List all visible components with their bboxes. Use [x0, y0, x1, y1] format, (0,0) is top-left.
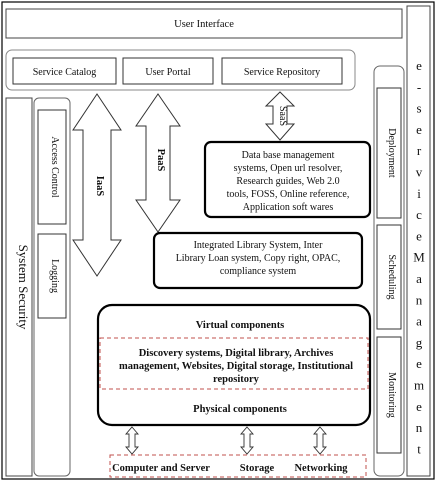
- user-interface-bar: [5, 8, 403, 39]
- eservice-title-char: e: [416, 122, 422, 137]
- eservice-title-char: e: [416, 58, 422, 73]
- deployment-label: Deployment: [386, 128, 397, 178]
- hw-arrow-right: [313, 426, 327, 455]
- eservice-title-char: s: [416, 101, 421, 116]
- saas-line-4: tools, FOSS, Online reference,: [227, 189, 350, 200]
- access-control-box: [37, 109, 67, 225]
- monitoring-label: Monitoring: [386, 372, 397, 418]
- iaas-middle-line-1: Discovery systems, Digital library, Arch…: [139, 348, 334, 359]
- hardware-storage: Storage: [240, 463, 275, 474]
- physical-components-label: Physical components: [193, 404, 287, 415]
- user-interface-label: User Interface: [174, 19, 234, 30]
- eservice-title-char: e: [416, 228, 422, 243]
- eservice-title-char: n: [416, 420, 423, 435]
- deployment-box: [376, 87, 402, 219]
- service-repository-box: [221, 57, 343, 85]
- system-security-label: System Security: [16, 245, 31, 330]
- eservice-title-char: -: [417, 79, 421, 94]
- saas-line-2: systems, Open url resolver,: [234, 163, 343, 174]
- hardware-dashed-box: [109, 454, 367, 478]
- hardware-networking: Networking: [294, 463, 348, 474]
- hardware-computer-server: Computer and Server: [112, 463, 210, 474]
- iaas-middle-line-3: repository: [213, 374, 260, 385]
- eservice-title-char: c: [416, 207, 422, 222]
- access-control-label: Access Control: [49, 136, 60, 198]
- saas-line-5: Application soft wares: [243, 202, 334, 213]
- hw-arrow-left: [125, 426, 139, 455]
- system-security-box: [5, 97, 33, 477]
- saas-services-box: [203, 140, 372, 219]
- user-portal-box: [122, 57, 214, 85]
- logging-box: [37, 233, 67, 319]
- eservice-title-char: g: [416, 335, 423, 350]
- paas-services-box: [152, 231, 364, 290]
- eservice-title-char: M: [413, 250, 425, 265]
- saas-label: SaaS: [277, 106, 288, 126]
- eservice-title-char: a: [416, 271, 422, 286]
- iaas-services-box: [96, 303, 372, 427]
- eservice-management-box: [406, 5, 431, 477]
- service-catalog-box: [12, 57, 117, 85]
- monitoring-box: [376, 336, 402, 454]
- iaas-label: IaaS: [94, 176, 105, 197]
- saas-line-3: Research guides, Web 2.0: [236, 176, 339, 187]
- paas-label: PaaS: [155, 149, 166, 172]
- saas-line-1: Data base management: [242, 150, 335, 161]
- eservice-title-char: a: [416, 314, 422, 329]
- scheduling-box: [376, 224, 402, 330]
- eservice-title-char: r: [417, 143, 422, 158]
- logging-label: Logging: [49, 259, 60, 293]
- eservice-title-char: e: [416, 356, 422, 371]
- iaas-arrow: [72, 93, 122, 277]
- paas-line-2: Library Loan system, Copy right, OPAC,: [176, 253, 341, 264]
- iaas-middle-line-2: management, Websites, Digital storage, I…: [119, 361, 353, 372]
- scheduling-label: Scheduling: [386, 255, 397, 300]
- storage-services-dashed-box: [99, 337, 369, 390]
- user-portal-label: User Portal: [145, 67, 190, 78]
- paas-line-3: compliance system: [220, 266, 297, 277]
- eservice-title-char: e: [416, 399, 422, 414]
- hw-arrow-middle: [240, 426, 254, 455]
- paas-arrow: [135, 93, 181, 233]
- service-repository-label: Service Repository: [244, 67, 320, 78]
- eservice-title-char: v: [416, 165, 423, 180]
- eservice-title-char: t: [417, 441, 421, 456]
- eservice-title-char: m: [414, 378, 424, 393]
- service-catalog-label: Service Catalog: [33, 67, 97, 78]
- saas-arrow: [264, 91, 296, 141]
- paas-line-1: Integrated Library System, Inter: [194, 240, 324, 251]
- eservice-title-char: i: [417, 186, 421, 201]
- eservice-title-char: n: [416, 292, 423, 307]
- virtual-components-label: Virtual components: [196, 320, 285, 331]
